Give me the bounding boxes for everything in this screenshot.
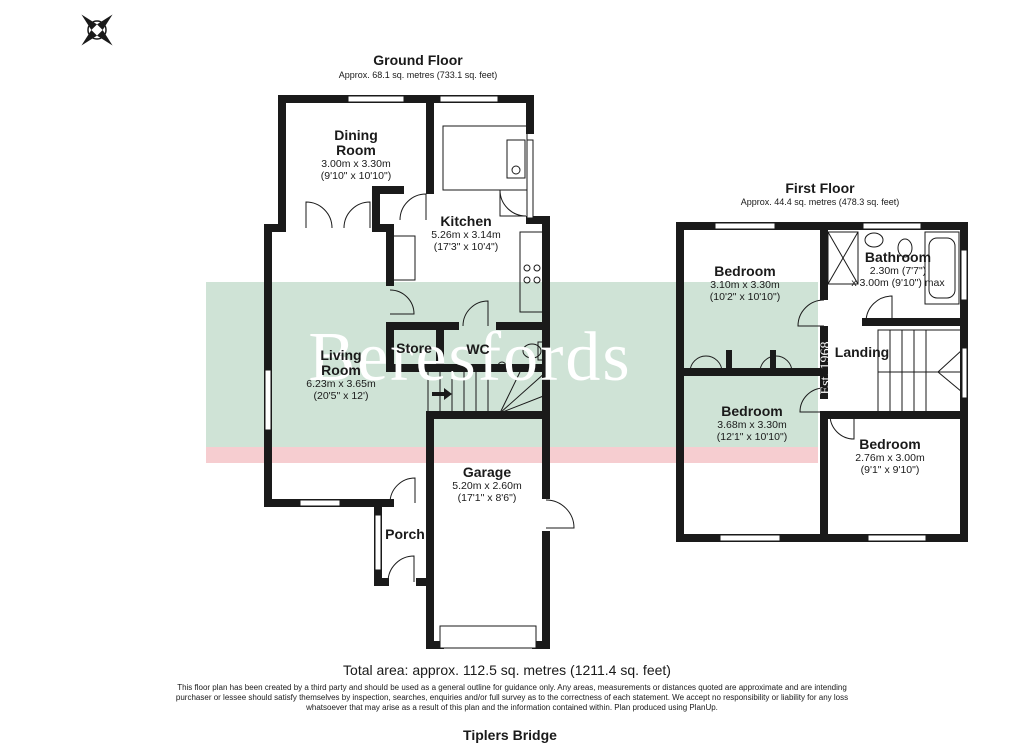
room-store: Store	[396, 340, 432, 356]
ground-floor-stairs	[427, 369, 547, 416]
first-floor-doors	[797, 295, 893, 440]
first-floor-title: First Floor	[785, 180, 855, 196]
watermark-brand: Beresfords	[308, 319, 632, 396]
room-dimension-metric: 6.23m x 3.65m	[306, 378, 376, 390]
room-dimension-imperial: (20'5" x 12')	[313, 390, 369, 402]
room-bedroom-1: Bedroom 3.10m x 3.30m (10'2" x 10'10")	[709, 263, 781, 304]
room-name: Bedroom	[859, 436, 921, 452]
compass-north-arrow-icon	[81, 14, 113, 46]
room-dimension-metric: 2.76m x 3.00m	[855, 452, 925, 464]
room-dimension-metric: 5.26m x 3.14m	[431, 229, 501, 241]
room-porch: Porch	[385, 526, 425, 542]
room-dining-room: Dining Room 3.00m x 3.30m (9'10" x 10'10…	[320, 127, 392, 183]
room-name: Garage	[462, 464, 512, 480]
room-dimension-imperial: (9'10" x 10'10")	[320, 170, 392, 182]
kitchen-fittings	[392, 125, 545, 313]
room-bedroom-3: Bedroom 2.76m x 3.00m (9'1" x 9'10")	[855, 436, 925, 477]
bathroom-fittings	[827, 231, 960, 305]
room-garage: Garage 5.20m x 2.60m (17'1" x 8'6")	[452, 464, 522, 505]
first-floor-windows	[714, 222, 968, 542]
room-dimension-imperial: x 3.00m (9'10") max	[851, 277, 945, 289]
first-floor-area: Approx. 44.4 sq. metres (478.3 sq. feet)	[740, 197, 900, 207]
ground-floor-area: Approx. 68.1 sq. metres (733.1 sq. feet)	[338, 70, 498, 80]
property-name: Tiplers Bridge	[463, 727, 557, 743]
room-dimension-imperial: (10'2" x 10'10")	[709, 291, 781, 303]
room-name: Kitchen	[440, 213, 492, 229]
room-wc: WC	[466, 341, 490, 357]
room-dimension-imperial: (12'1" x 10'10")	[716, 431, 788, 443]
room-bathroom: Bathroom 2.30m (7'7") x 3.00m (9'10") ma…	[851, 249, 945, 290]
ground-floor-title: Ground Floor	[373, 52, 463, 68]
ground-floor-windows	[264, 95, 537, 649]
room-living-room: Living Room 6.23m x 3.65m (20'5" x 12')	[306, 347, 376, 403]
room-dimension-metric: 5.20m x 2.60m	[452, 480, 522, 492]
room-bedroom-2: Bedroom 3.68m x 3.30m (12'1" x 10'10")	[716, 403, 788, 444]
room-name: Bathroom	[864, 249, 932, 265]
stairs-arrow-icon	[432, 388, 452, 400]
watermark-stripe	[206, 447, 818, 463]
total-area: Total area: approx. 112.5 sq. metres (12…	[343, 662, 671, 678]
room-dimension-imperial: (17'3" x 10'4")	[433, 241, 499, 253]
room-kitchen: Kitchen 5.26m x 3.14m (17'3" x 10'4")	[431, 213, 501, 254]
wardrobe-fittings	[689, 350, 793, 373]
room-dimension-metric: 3.10m x 3.30m	[710, 279, 780, 291]
room-dimension-metric: 3.00m x 3.30m	[321, 158, 391, 170]
room-name: Bedroom	[714, 263, 776, 279]
wc-fittings	[497, 341, 545, 371]
watermark-tag: Est. 1968	[818, 341, 834, 395]
ground-floor-doors	[305, 189, 575, 583]
room-dimension-metric: 2.30m (7'7")	[869, 265, 927, 277]
room-dimension-imperial: (9'1" x 9'10")	[860, 464, 920, 476]
room-name: Bedroom	[721, 403, 783, 419]
disclaimer-text: This floor plan has been created by a th…	[175, 683, 849, 712]
room-dimension-metric: 3.68m x 3.30m	[717, 419, 787, 431]
room-name: Dining Room	[334, 127, 378, 158]
first-floor-stairs	[877, 329, 963, 413]
room-name: Living Room	[320, 347, 362, 378]
room-dimension-imperial: (17'1" x 8'6")	[457, 492, 517, 504]
room-landing: Landing	[834, 344, 890, 360]
